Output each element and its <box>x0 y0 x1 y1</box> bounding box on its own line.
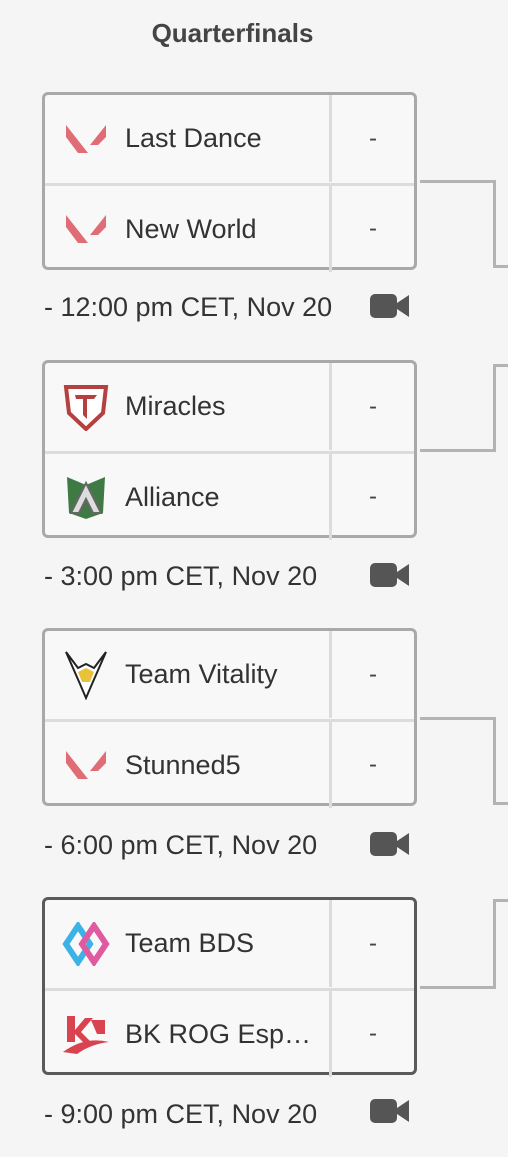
team-name: Alliance <box>125 481 220 512</box>
team-name: Stunned5 <box>125 749 241 780</box>
match-card[interactable]: Team Vitality - Stunned5 - <box>42 628 417 808</box>
team-row[interactable]: BK ROG Espo… - <box>45 988 414 1077</box>
match-card[interactable]: Miracles - Alliance - <box>42 360 417 540</box>
video-camera-icon[interactable] <box>370 292 410 320</box>
miracles-logo-icon <box>61 382 111 432</box>
valorant-icon <box>61 114 111 164</box>
team-score: - <box>329 631 414 718</box>
team-row[interactable]: Alliance - <box>45 451 414 540</box>
team-row[interactable]: Miracles - <box>45 363 414 450</box>
team-score: - <box>329 454 414 540</box>
team-name: Miracles <box>125 391 226 421</box>
team-name: New World <box>125 213 257 244</box>
team-name: Last Dance <box>125 123 262 153</box>
bk-rog-logo-icon <box>61 1009 111 1059</box>
team-name: Team BDS <box>125 928 255 958</box>
round-title: Quarterfinals <box>151 18 314 48</box>
team-name: BK ROG Espo… <box>125 1018 325 1049</box>
valorant-icon <box>61 740 111 790</box>
video-camera-icon[interactable] <box>370 1097 410 1125</box>
bds-logo-icon <box>61 919 111 969</box>
team-score: - <box>329 722 414 808</box>
bracket-connector <box>420 364 508 454</box>
team-row[interactable]: Stunned5 - <box>45 719 414 808</box>
bracket-connector <box>420 717 508 807</box>
team-score: - <box>329 363 414 450</box>
team-row[interactable]: Last Dance - <box>45 95 414 182</box>
team-score: - <box>329 186 414 272</box>
team-row[interactable]: New World - <box>45 183 414 272</box>
alliance-logo-icon <box>61 472 111 522</box>
match-time: - 9:00 pm CET, Nov 20 <box>44 1099 318 1129</box>
match-time: - 3:00 pm CET, Nov 20 <box>44 561 318 591</box>
vitality-logo-icon <box>61 650 111 700</box>
match-card[interactable]: Last Dance - New World - <box>42 92 417 272</box>
team-score: - <box>329 95 414 182</box>
team-score: - <box>329 900 414 987</box>
match-time: - 6:00 pm CET, Nov 20 <box>44 830 318 860</box>
video-camera-icon[interactable] <box>370 830 410 858</box>
bracket-connector <box>420 180 508 270</box>
bracket-connector <box>420 899 508 991</box>
team-row[interactable]: Team Vitality - <box>45 631 414 718</box>
match-time: - 12:00 pm CET, Nov 20 <box>44 292 333 322</box>
match-card-selected[interactable]: Team BDS - BK ROG Espo… - <box>42 897 417 1077</box>
team-row[interactable]: Team BDS - <box>45 900 414 987</box>
video-camera-icon[interactable] <box>370 561 410 589</box>
valorant-icon <box>61 204 111 254</box>
team-score: - <box>329 991 414 1077</box>
team-name: Team Vitality <box>125 659 278 689</box>
